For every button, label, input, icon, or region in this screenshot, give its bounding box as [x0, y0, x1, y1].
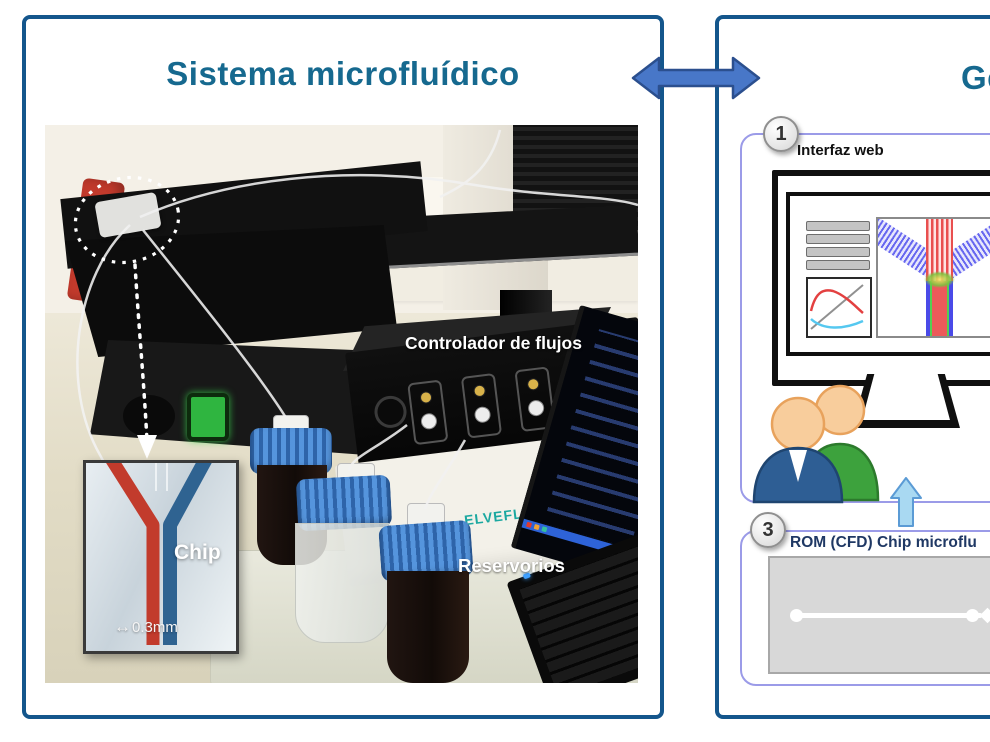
- cfd-simulation-image: [876, 217, 990, 338]
- form-field-bar: [806, 221, 870, 231]
- scale-value: 0.3mm: [132, 619, 178, 636]
- rom-channel-node: [966, 609, 979, 622]
- photo-microfluidic-setup: ELVEFLOW Controlador de flujos Reservori…: [45, 125, 638, 683]
- power-switch: [187, 393, 229, 441]
- chip-inset-image: Chip ↔0.3mm: [83, 453, 239, 654]
- chip-channels: [104, 453, 214, 645]
- form-field-bar: [806, 234, 870, 244]
- reservoir-bottle-clear: [295, 523, 389, 643]
- dotted-highlight-circle: [73, 175, 181, 265]
- dotted-arrow-head: [137, 435, 157, 459]
- rom-channel-node-diamond: [979, 607, 990, 624]
- rom-channel-node: [790, 609, 803, 622]
- reservoir-bottle-dark: [387, 571, 469, 683]
- mini-chart: [806, 277, 872, 338]
- scale-annotation: ↔0.3mm: [114, 617, 178, 637]
- sim-junction: [924, 271, 955, 288]
- form-field-bar: [806, 247, 870, 257]
- monitor-stand-inner: [862, 374, 950, 420]
- dotted-arrow-line: [133, 263, 149, 443]
- double-headed-arrow-icon: [631, 56, 761, 100]
- focus-knob: [123, 395, 175, 437]
- step3-label: ROM (CFD) Chip microflu: [790, 534, 977, 551]
- sim-outlet-channel: [926, 281, 953, 336]
- left-right-arrow-icon: ↔: [114, 617, 131, 636]
- page-title-right: Ge: [961, 59, 990, 96]
- step1-badge: 1: [763, 116, 799, 152]
- label-controlador-de-flujos: Controlador de flujos: [405, 333, 582, 353]
- page-title-left: Sistema microfluídico: [166, 55, 520, 92]
- label-reservorios: Reservorios: [458, 555, 565, 576]
- step1-label: Interfaz web: [797, 142, 884, 159]
- rom-chip-schematic: [768, 556, 990, 674]
- rom-channel-line: [796, 613, 982, 618]
- form-field-bar: [806, 260, 870, 270]
- step3-badge: 3: [750, 512, 786, 548]
- up-arrow-icon: [890, 477, 922, 527]
- label-chip: Chip: [174, 541, 221, 564]
- users-icon: [752, 384, 880, 504]
